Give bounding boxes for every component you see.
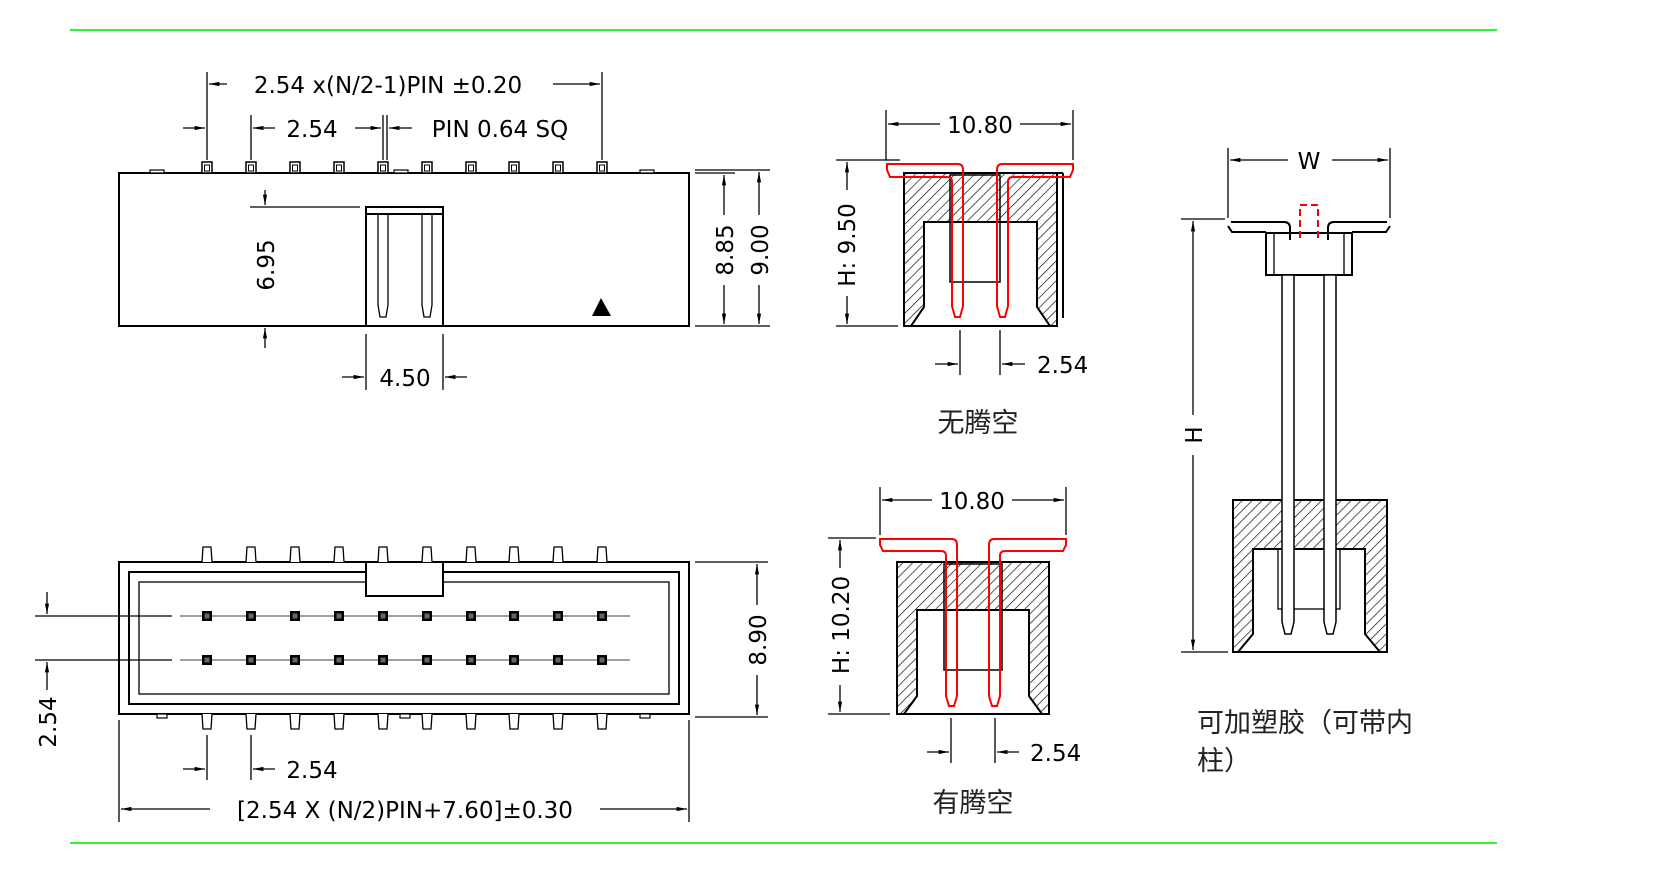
pin-section-inner bbox=[468, 613, 474, 619]
pin-inner bbox=[599, 164, 605, 172]
pin-bottom bbox=[289, 713, 301, 730]
pin-bottom bbox=[465, 713, 477, 730]
pin-section-inner bbox=[555, 613, 561, 619]
pin-section-inner bbox=[336, 613, 342, 619]
height-dimension: H: 9.50 bbox=[835, 203, 861, 287]
pitch-dimension: 2.54 bbox=[1030, 741, 1081, 767]
pin-section-inner bbox=[292, 613, 298, 619]
bottom-height-dimension: 8.90 bbox=[746, 614, 772, 665]
pin bbox=[465, 161, 477, 174]
section-standoff: 10.80 H: 10.20 2.54 有腾空 bbox=[828, 487, 1081, 819]
pin-section-inner bbox=[555, 657, 561, 663]
bottom-pitch-dimension: 2.54 bbox=[286, 758, 337, 784]
pin-section-inner bbox=[468, 657, 474, 663]
pin-bottom bbox=[201, 713, 213, 730]
pin-section-inner bbox=[380, 613, 386, 619]
width-dimension: 10.80 bbox=[947, 113, 1013, 139]
pin-bottom bbox=[377, 713, 389, 730]
caption-line-2: 柱） bbox=[1197, 746, 1251, 777]
window-depth-dimension: 6.95 bbox=[254, 239, 280, 290]
post bbox=[639, 169, 655, 174]
pin-section-inner bbox=[204, 657, 210, 663]
pin bbox=[596, 161, 608, 174]
pin-bottom bbox=[421, 713, 433, 730]
pitch-dimension: 2.54 bbox=[1037, 353, 1088, 379]
pin-bottom bbox=[333, 713, 345, 730]
pin1-marker-icon bbox=[592, 298, 611, 316]
top-pins bbox=[149, 161, 655, 174]
width-dimension: 10.80 bbox=[939, 489, 1005, 515]
pin-top bbox=[596, 546, 608, 563]
pin-bottom bbox=[596, 713, 608, 730]
post bbox=[639, 713, 651, 719]
pitch-dimension: 2.54 bbox=[286, 117, 337, 143]
pin-top bbox=[552, 546, 564, 563]
bottom-view: 8.90 2.54 2.54 [2.54 X (N/2)PIN+7.60]±0.… bbox=[35, 546, 772, 824]
pin-top bbox=[465, 546, 477, 563]
pin-inner bbox=[204, 164, 210, 172]
post bbox=[393, 169, 409, 174]
pin-inner bbox=[380, 164, 386, 172]
pin-top bbox=[245, 546, 257, 563]
pin-inner bbox=[292, 164, 298, 172]
pitch-total-dimension: 2.54 x(N/2-1)PIN ±0.20 bbox=[254, 73, 522, 99]
post bbox=[399, 713, 411, 719]
pin-section-inner bbox=[599, 613, 605, 619]
pin-inner bbox=[468, 164, 474, 172]
width-dimension: W bbox=[1298, 149, 1321, 175]
pin-bottom bbox=[245, 713, 257, 730]
body-height-dimension: 8.85 bbox=[713, 224, 739, 275]
pin-top bbox=[201, 546, 213, 563]
pin-section-inner bbox=[248, 613, 254, 619]
height-dimension: H: 10.20 bbox=[829, 576, 855, 674]
pin-top bbox=[333, 546, 345, 563]
total-height-dimension: 9.00 bbox=[748, 224, 774, 275]
caption-no-standoff: 无腾空 bbox=[938, 408, 1019, 439]
pin bbox=[421, 161, 433, 174]
pin-section-inner bbox=[292, 657, 298, 663]
pin-inner bbox=[248, 164, 254, 172]
pin-inner bbox=[511, 164, 517, 172]
pin bbox=[508, 161, 520, 174]
pin bbox=[377, 161, 389, 174]
pin-bottom bbox=[508, 713, 520, 730]
pin-section-inner bbox=[336, 657, 342, 663]
pin-section-inner bbox=[424, 613, 430, 619]
side-view: W H 可加塑胶（可带内 柱） bbox=[1181, 148, 1413, 777]
bottom-pins bbox=[156, 546, 651, 730]
pin-inner bbox=[555, 164, 561, 172]
pin-section-inner bbox=[511, 657, 517, 663]
pin-section-inner bbox=[204, 613, 210, 619]
pin bbox=[245, 161, 257, 174]
top-view: 2.54 x(N/2-1)PIN ±0.20 2.54 PIN 0.64 SQ … bbox=[118, 72, 774, 392]
post bbox=[149, 169, 165, 174]
pin bbox=[552, 161, 564, 174]
length-dimension: [2.54 X (N/2)PIN+7.60]±0.30 bbox=[237, 798, 573, 824]
caption-line-1: 可加塑胶（可带内 bbox=[1197, 708, 1413, 739]
pin-inner bbox=[336, 164, 342, 172]
pin-top bbox=[377, 546, 389, 563]
height-dimension: H bbox=[1182, 426, 1208, 443]
post bbox=[156, 713, 168, 719]
pin-section-inner bbox=[511, 613, 517, 619]
pin bbox=[289, 161, 301, 174]
window-width-dimension: 4.50 bbox=[379, 366, 430, 392]
row-pitch-dimension: 2.54 bbox=[36, 696, 62, 747]
caption-standoff: 有腾空 bbox=[933, 788, 1014, 819]
pin-section-inner bbox=[248, 657, 254, 663]
pin-section-inner bbox=[599, 657, 605, 663]
pin-section-inner bbox=[424, 657, 430, 663]
pin-section-inner bbox=[380, 657, 386, 663]
section-no-standoff: 10.80 H: 9.50 2.54 无腾空 bbox=[835, 110, 1088, 439]
pin bbox=[333, 161, 345, 174]
pin bbox=[201, 161, 213, 174]
pin-top bbox=[289, 546, 301, 563]
pin-size-dimension: PIN 0.64 SQ bbox=[432, 117, 568, 143]
pin-top bbox=[421, 546, 433, 563]
pin-bottom bbox=[552, 713, 564, 730]
pin-top bbox=[508, 546, 520, 563]
pin-inner bbox=[424, 164, 430, 172]
